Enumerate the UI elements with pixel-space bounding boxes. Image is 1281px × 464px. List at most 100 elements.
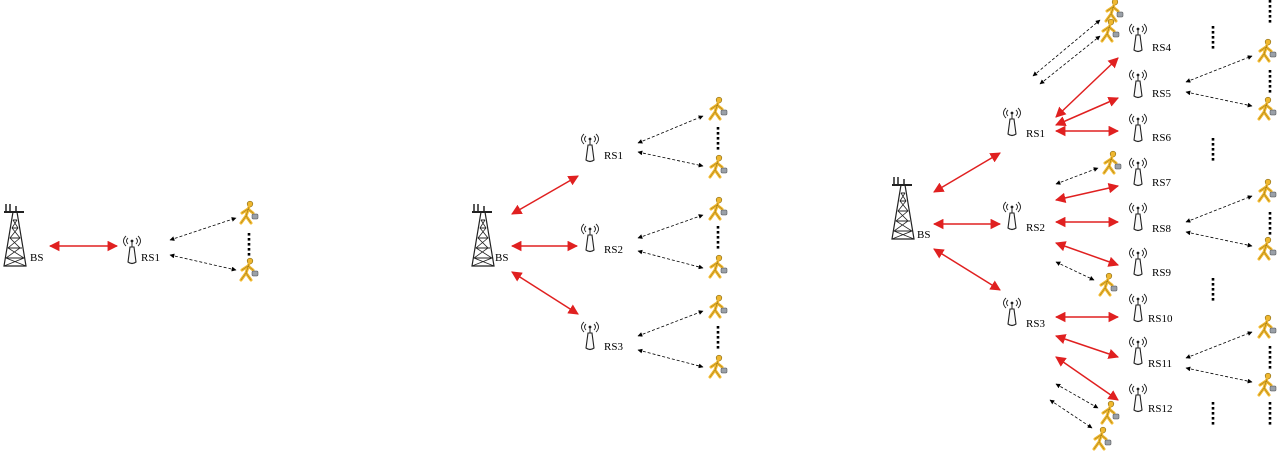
- rs7-antenna-icon: [1128, 157, 1148, 187]
- user-icon: [1102, 149, 1123, 175]
- user-icon: [708, 353, 729, 379]
- rs12-antenna-icon: [1128, 383, 1148, 413]
- ellipsis-icon: [1211, 138, 1215, 161]
- rs-user-link: [1185, 195, 1253, 223]
- rs7-label: RS7: [1152, 177, 1171, 189]
- rs8-label: RS8: [1152, 223, 1171, 235]
- rs-user-link: [1032, 19, 1101, 77]
- rs-user-link: [1185, 55, 1253, 83]
- ellipsis-icon: [1268, 70, 1272, 93]
- user-icon: [708, 153, 729, 179]
- rs-user-link: [1039, 35, 1101, 85]
- rs-user-link: [637, 348, 704, 369]
- rs1-label: RS1: [141, 252, 160, 264]
- user-icon: [1098, 271, 1119, 297]
- panel-three-relays: BS RS1 RS2 RS3: [471, 95, 729, 379]
- user-icon: [239, 199, 260, 225]
- bs-rs1-link: [933, 152, 1001, 193]
- user-icon: [1092, 425, 1113, 451]
- user-icon: [708, 95, 729, 121]
- rs-user-link: [1055, 261, 1095, 281]
- user-icon: [1100, 399, 1121, 425]
- rs-user-link: [637, 150, 704, 168]
- rs10-label: RS10: [1148, 313, 1173, 325]
- user-icon: [1257, 95, 1278, 121]
- base-station-icon: [891, 176, 915, 240]
- ellipsis-icon: [1211, 26, 1215, 49]
- rs-user-link: [1185, 331, 1253, 359]
- rs2-antenna-icon: [1002, 201, 1022, 231]
- rs-user-link: [1185, 366, 1253, 384]
- rs-user-link: [1185, 90, 1253, 108]
- panel-single-relay: BS RS1: [3, 199, 260, 282]
- ellipsis-icon: [1268, 346, 1272, 369]
- ellipsis-icon: [1211, 402, 1215, 425]
- rs9-antenna-icon: [1128, 247, 1148, 277]
- rs2-label: RS2: [604, 244, 623, 256]
- rs10-antenna-icon: [1128, 293, 1148, 323]
- rs-user-link: [1049, 399, 1093, 429]
- user-icon: [1257, 177, 1278, 203]
- ellipsis-icon: [1268, 212, 1272, 235]
- rs5-antenna-icon: [1128, 69, 1148, 99]
- bs-rs3-link: [933, 248, 1001, 291]
- ellipsis-icon: [716, 127, 720, 150]
- user-icon: [1100, 17, 1121, 43]
- ellipsis-icon: [716, 326, 720, 349]
- rs1-user-link: [169, 253, 237, 272]
- rs11-antenna-icon: [1128, 336, 1148, 366]
- rs-user-link: [637, 214, 704, 239]
- rs2-antenna-icon: [580, 223, 600, 253]
- rs5-label: RS5: [1152, 88, 1171, 100]
- bs-label: BS: [495, 252, 508, 264]
- rs2-rs9-link: [1055, 241, 1119, 267]
- rs4-label: RS4: [1152, 42, 1171, 54]
- user-icon: [708, 293, 729, 319]
- user-icon: [1257, 313, 1278, 339]
- ellipsis-icon: [1268, 0, 1272, 23]
- rs1-antenna-icon: [122, 235, 142, 265]
- rs-user-link: [1055, 167, 1099, 185]
- ellipsis-icon: [1211, 278, 1215, 301]
- bs-label: BS: [917, 229, 930, 241]
- bs-rs3-link: [511, 271, 579, 315]
- rs4-antenna-icon: [1128, 23, 1148, 53]
- panel-two-hop-relays: BS RS1 RS2 RS3 RS4 RS5 RS6 RS7 RS8: [891, 0, 1278, 451]
- rs1-rs4-link: [1055, 57, 1119, 118]
- user-icon: [708, 195, 729, 221]
- rs-user-link: [1185, 230, 1253, 248]
- rs3-label: RS3: [1026, 318, 1045, 330]
- rs1-label: RS1: [1026, 128, 1045, 140]
- rs2-label: RS2: [1026, 222, 1045, 234]
- rs1-antenna-icon: [1002, 107, 1022, 137]
- rs11-label: RS11: [1148, 358, 1172, 370]
- rs6-label: RS6: [1152, 132, 1171, 144]
- user-icon: [239, 256, 260, 282]
- rs1-antenna-icon: [580, 133, 600, 163]
- user-icon: [1257, 235, 1278, 261]
- rs3-rs12-link: [1055, 356, 1119, 401]
- rs9-label: RS9: [1152, 267, 1171, 279]
- rs1-label: RS1: [604, 150, 623, 162]
- base-station-icon: [3, 203, 27, 267]
- user-icon: [1257, 371, 1278, 397]
- ellipsis-icon: [1268, 402, 1272, 425]
- rs2-rs7-link: [1054, 182, 1120, 204]
- rs3-label: RS3: [604, 341, 623, 353]
- rs-user-link: [637, 310, 704, 337]
- user-icon: [1257, 37, 1278, 63]
- rs8-antenna-icon: [1128, 202, 1148, 232]
- rs3-rs11-link: [1055, 334, 1119, 359]
- user-icon: [1104, 0, 1125, 23]
- rs1-user-link: [169, 217, 237, 241]
- rs1-rs5-link: [1055, 96, 1119, 127]
- rs12-label: RS12: [1148, 403, 1172, 415]
- rs3-antenna-icon: [1002, 297, 1022, 327]
- rs-user-link: [637, 115, 704, 144]
- user-icon: [708, 253, 729, 279]
- base-station-icon: [471, 203, 495, 267]
- ellipsis-icon: [247, 233, 251, 256]
- rs6-antenna-icon: [1128, 113, 1148, 143]
